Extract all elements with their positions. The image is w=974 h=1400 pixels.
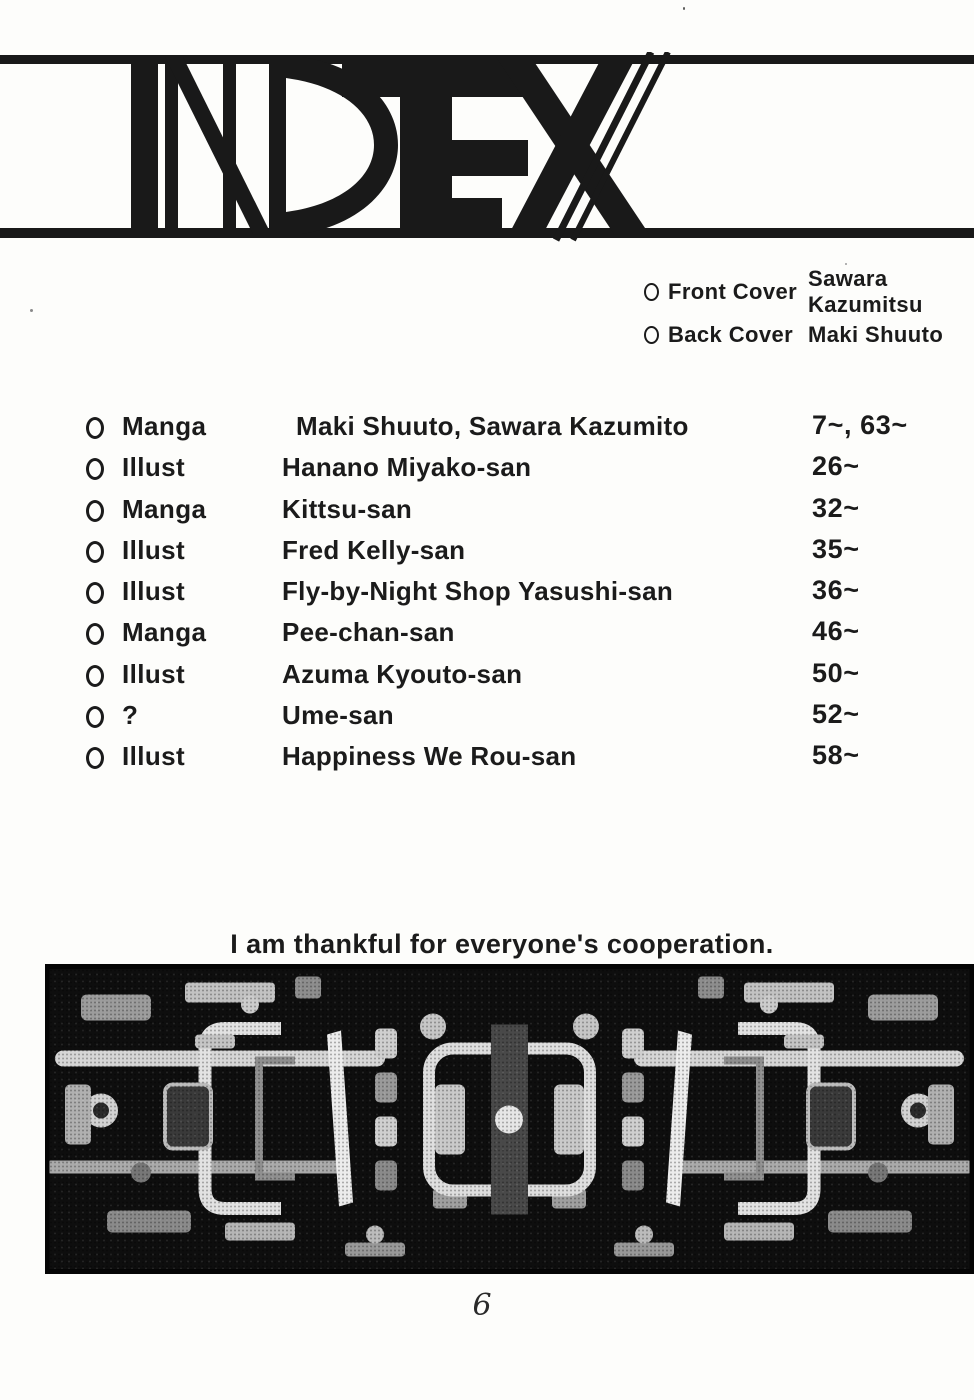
entry-category: Illust [122,452,186,483]
acknowledgement-text: I am thankful for everyone's cooperation… [230,929,774,959]
entry-name: Kittsu-san [282,493,413,524]
bullet-circle-icon [86,458,104,481]
entry-category: Illust [122,534,186,565]
bullet-circle-icon [644,283,659,301]
entry-category: Manga [122,411,207,441]
scan-speck [845,263,847,265]
entry-category: Illust [122,576,186,606]
entry-pages: 7~, 63~ [812,410,908,440]
bullet-circle-icon [86,540,104,563]
index-row: Illust Happiness We Rou-san 58~ [0,736,974,777]
credit-label: Back Cover [668,322,794,347]
bullet-circle-icon [86,582,104,604]
credit-name: Sawara Kazumitsu [808,266,923,317]
entry-category: Illust [122,658,186,689]
entry-name: Pee-chan-san [282,617,455,648]
index-row: Manga Kittsu-san 32~ [0,489,974,530]
index-row: ? Ume-san 52~ [0,695,974,736]
scan-speck [30,309,33,312]
entry-category: ? [122,699,139,730]
bullet-circle-icon [86,623,104,646]
page-number: 6 [472,1288,492,1323]
bullet-circle-icon [644,326,659,344]
bullet-circle-icon [86,499,104,522]
index-row: Manga Pee-chan-san 46~ [0,612,974,653]
index-row: Illust Fly-by-Night Shop Yasushi-san 36~ [0,571,974,612]
entry-category: Manga [122,493,207,524]
index-list: Manga Maki Shuuto, Sawara Kazumito 7~, 6… [0,406,974,777]
entry-pages: 58~ [812,740,860,770]
entry-pages: 50~ [812,657,860,688]
index-row: Illust Hanano Miyako-san 26~ [0,447,974,488]
back-cover-credit: Back Cover Maki Shuuto [644,322,943,348]
machinery-collage-image [45,964,974,1274]
index-row: Illust Fred Kelly-san 35~ [0,530,974,571]
entry-name: Azuma Kyouto-san [282,658,523,689]
index-banner: INDEX [0,52,974,242]
bullet-circle-icon [86,417,104,439]
entry-category: Manga [122,617,207,648]
entry-pages: 46~ [812,616,860,647]
entry-pages: 36~ [812,575,860,605]
index-row: Illust Azuma Kyouto-san 50~ [0,654,974,695]
front-cover-credit: Front Cover Sawara Kazumitsu [644,266,974,318]
entry-name: Fred Kelly-san [282,534,466,565]
credit-label: Front Cover [668,279,798,304]
entry-pages: 52~ [812,698,860,729]
x-accent-lines [552,52,671,242]
bullet-circle-icon [86,705,104,728]
entry-name: Hanano Miyako-san [282,452,532,483]
bullet-circle-icon [86,747,104,769]
entry-pages: 35~ [812,533,860,564]
scan-speck [683,7,685,10]
credit-name: Maki Shuuto [808,322,944,347]
bullet-circle-icon [86,664,104,687]
entry-name: Maki Shuuto, Sawara Kazumito [296,411,689,441]
entry-pages: 32~ [812,492,860,523]
index-row: Manga Maki Shuuto, Sawara Kazumito 7~, 6… [0,406,974,447]
entry-name: Fly-by-Night Shop Yasushi-san [282,576,674,606]
entry-name: Ume-san [282,699,394,730]
entry-category: Illust [122,741,186,771]
entry-pages: 26~ [812,451,860,482]
index-lettering [0,55,974,238]
entry-name: Happiness We Rou-san [282,741,577,771]
